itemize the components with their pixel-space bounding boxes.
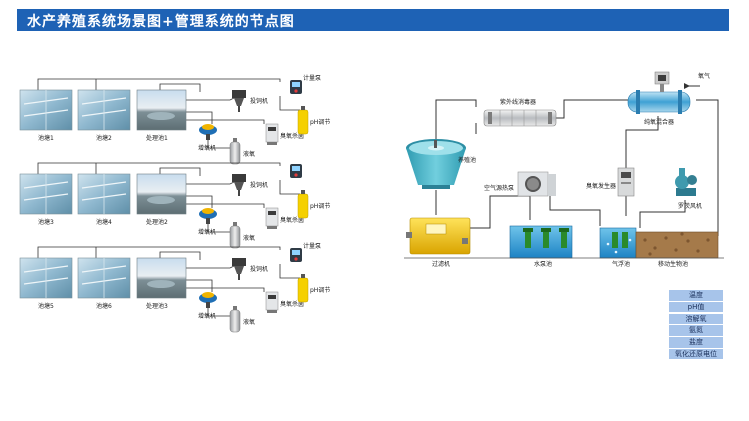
bio-pool (635, 231, 719, 259)
legend-item: 温度 (669, 290, 723, 301)
legend-item: 盐度 (669, 337, 723, 348)
ozone-generator (617, 167, 635, 197)
pipe-culture-uv (435, 99, 477, 140)
feeder: 投饲机 (232, 258, 268, 280)
pump-pool (509, 225, 573, 259)
pipe-heat-pool (549, 196, 601, 226)
label-pump-pool: 水泵池 (534, 260, 552, 268)
ph-doser: pH调节 (297, 274, 330, 303)
liquid-oxygen-tank: 液氧 (229, 222, 255, 249)
pond: 池塘3 (19, 173, 73, 226)
page-title: 水产养殖系统场景图+管理系统的节点图 (27, 14, 295, 30)
pond: 池塘2 (77, 89, 131, 142)
pond-label: 池塘3 (38, 218, 54, 226)
arrow-icon (684, 83, 690, 89)
ozone-label: 臭氧杀菌 (280, 300, 304, 308)
pipe-uv-mixer (556, 99, 640, 119)
pond-label: 池塘2 (96, 134, 112, 142)
feeder: 投饲机 (232, 174, 268, 196)
label-air-flotation: 气浮池 (612, 260, 630, 268)
oxygenator-label: 增氧机 (198, 228, 216, 236)
feeder-label: 投饲机 (250, 97, 268, 105)
oxygenator: 增氧机 (198, 292, 217, 320)
filter-machine (406, 217, 471, 255)
ozone-label: 臭氧杀菌 (280, 132, 304, 140)
label-uv: 紫外线消毒器 (500, 98, 536, 106)
legend-item: 溶解氧 (669, 313, 723, 325)
feeder-label: 投饲机 (250, 181, 268, 189)
uv-sterilizer (483, 109, 557, 127)
roots-blower (675, 168, 697, 196)
ozone-sterilizer: 臭氧杀菌 (265, 123, 304, 145)
pipe-filter-pump (470, 195, 531, 229)
label-bio-pool: 移动生物池 (658, 260, 688, 268)
legend-item: 氨氮 (669, 325, 723, 336)
ph-label: pH调节 (310, 118, 330, 126)
treatment-label: 处理池3 (146, 302, 168, 310)
pipe-blower-flot (639, 200, 686, 228)
label-filter: 过滤机 (432, 260, 450, 268)
label-oxygen-mixer: 纯氧混合器 (644, 118, 674, 126)
treatment-pool: 处理池2 (136, 173, 187, 226)
pond-label: 池塘1 (38, 134, 54, 142)
ozone-sterilizer: 臭氧杀菌 (265, 291, 304, 313)
title-bar: 水产养殖系统场景图+管理系统的节点图 (17, 9, 729, 31)
feeder: 投饲机 (232, 90, 268, 112)
liquid-oxygen-label: 液氧 (243, 318, 255, 326)
pond: 池塘4 (77, 173, 131, 226)
heat-pump (517, 171, 556, 197)
ozone-sterilizer: 臭氧杀菌 (265, 207, 304, 229)
oxygen-mixer (627, 71, 691, 114)
ph-label: pH调节 (310, 202, 330, 210)
pond: 池塘1 (19, 89, 73, 142)
feeder-label: 投饲机 (250, 265, 268, 273)
ph-doser: pH调节 (297, 190, 330, 219)
pond-label: 池塘6 (96, 302, 112, 310)
culture-pool (406, 139, 466, 189)
right-diagram: 氧气 纯氧混合器 紫外线消毒器 养殖池 空气源热泵 臭氧发生器 罗茨风机 过滤机… (404, 71, 724, 268)
metering-pump: 计量泵 (290, 74, 321, 94)
metering-pump: 计量泵 (290, 242, 321, 262)
treatment-label: 处理池1 (146, 134, 168, 142)
oxygenator: 增氧机 (198, 208, 217, 236)
treatment-pool: 处理池1 (136, 89, 187, 142)
liquid-oxygen-tank: 液氧 (229, 138, 255, 165)
pump-label: 计量泵 (303, 74, 321, 82)
air-flotation-pool (599, 227, 637, 259)
pipe-mixer-down (625, 116, 659, 216)
liquid-oxygen-label: 液氧 (243, 150, 255, 158)
oxygenator: 增氧机 (198, 124, 217, 152)
pond-label: 池塘5 (38, 302, 54, 310)
label-roots-blower: 罗茨风机 (678, 202, 702, 210)
legend-item: 氧化还原电位 (669, 348, 723, 360)
pipe-mixer-biofilter (696, 99, 719, 236)
treatment-label: 处理池2 (146, 218, 168, 226)
pump-label: 计量泵 (303, 242, 321, 250)
liquid-oxygen-label: 液氧 (243, 234, 255, 242)
label-heat-pump: 空气源热泵 (484, 184, 514, 192)
metering-pump (290, 164, 302, 178)
pond-label: 池塘4 (96, 218, 112, 226)
ph-label: pH调节 (310, 286, 330, 294)
pond: 池塘5 (19, 257, 73, 310)
label-culture-pool: 养殖池 (458, 156, 476, 164)
pond: 池塘6 (77, 257, 131, 310)
liquid-oxygen-tank: 液氧 (229, 306, 255, 333)
label-ozone-gen: 臭氧发生器 (586, 182, 616, 190)
ozone-label: 臭氧杀菌 (280, 216, 304, 224)
ph-doser: pH调节 (297, 106, 330, 135)
treatment-pool: 处理池3 (136, 257, 187, 310)
oxygenator-label: 增氧机 (198, 312, 216, 320)
legend-item: pH值 (669, 301, 723, 313)
label-oxygen: 氧气 (698, 72, 710, 80)
oxygenator-label: 增氧机 (198, 144, 216, 152)
